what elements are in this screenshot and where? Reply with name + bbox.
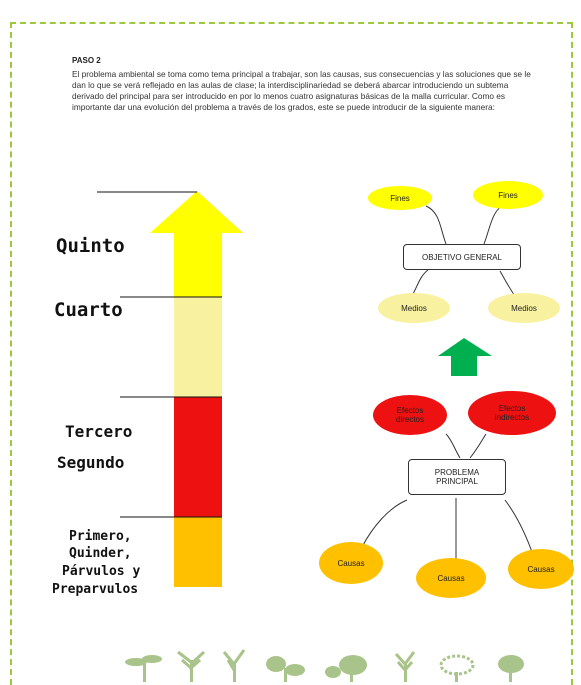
connector-arrow (483, 205, 503, 245)
effects-indirect-node: Efectos indirectos (468, 391, 556, 435)
tree-icon (125, 655, 162, 682)
causa-mid-node: Causas (416, 558, 486, 598)
tree-icon (325, 655, 367, 682)
connector-arrow (425, 205, 447, 245)
grade-arrow-head (150, 191, 243, 297)
step-heading: PASO 2 (72, 56, 101, 65)
tree-icon (394, 651, 416, 682)
connector-arrow (445, 433, 461, 459)
tree-icon (222, 649, 246, 682)
page-border (10, 22, 573, 685)
grade-label-primero: Primero, (69, 529, 132, 544)
problem-main-box: PROBLEMA PRINCIPAL (408, 459, 506, 495)
grade-band-primero (174, 517, 222, 587)
connector-arrow (361, 499, 408, 548)
causa-right-node: Causas (508, 549, 574, 589)
fines-right-node: Fines (473, 181, 543, 209)
grade-label-tercero: Tercero (65, 422, 133, 441)
fines-left-node: Fines (368, 186, 432, 210)
effects-direct-node: Efectos directos (373, 395, 447, 435)
tree-icon (498, 655, 524, 682)
grade-label-quinder: Quinder, (69, 546, 132, 561)
grade-label-preparvulos: Preparvulos (52, 582, 139, 597)
grade-label-cuarto: Cuarto (54, 299, 123, 321)
tree-icon (177, 650, 206, 682)
connector-arrow (499, 270, 516, 297)
tree-icon (439, 654, 475, 682)
grade-band-tercero-segundo (174, 397, 222, 517)
medios-right-node: Medios (488, 293, 560, 323)
tree-footer (125, 649, 524, 682)
grade-label-parvulos: Párvulos y (62, 564, 141, 579)
causa-left-node: Causas (319, 542, 383, 584)
connector-arrow (469, 433, 487, 459)
green-up-arrow (438, 338, 492, 376)
medios-left-node: Medios (378, 293, 450, 323)
tree-icon (266, 656, 305, 682)
grade-label-quinto: Quinto (56, 235, 125, 257)
intro-paragraph: El problema ambiental se toma como tema … (72, 69, 531, 112)
grade-label-segundo: Segundo (57, 453, 125, 472)
grade-band-cuarto (174, 297, 222, 397)
connector-arrow (504, 499, 533, 553)
objective-general-box: OBJETIVO GENERAL (403, 244, 521, 270)
